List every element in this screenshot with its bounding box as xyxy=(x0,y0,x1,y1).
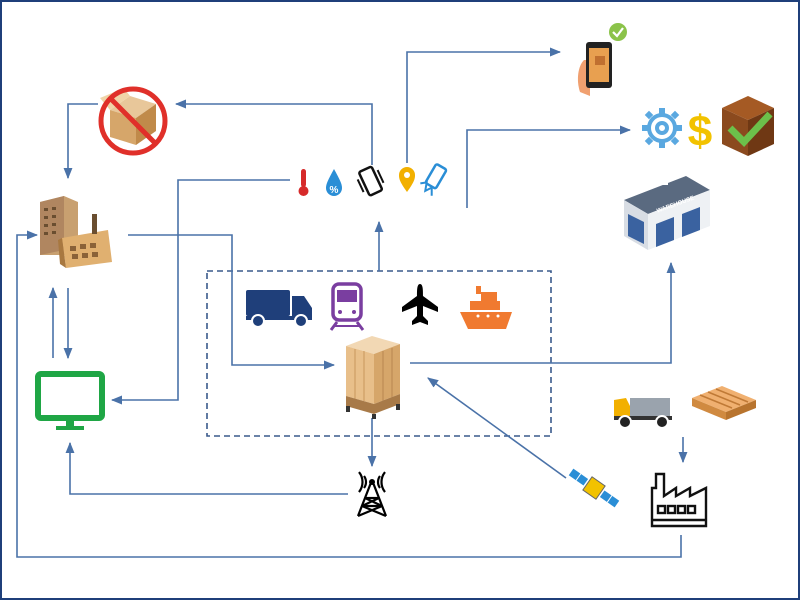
warehouse-building-icon xyxy=(40,196,112,268)
arrow-satellite-to-pallet xyxy=(427,377,567,479)
dollar-icon: $ xyxy=(688,107,712,156)
arrow-pallet-to-warehouse xyxy=(410,261,676,364)
connectors xyxy=(16,47,688,558)
humidity-icon: % xyxy=(326,169,342,196)
arrow-prohibited-to-building xyxy=(63,103,98,180)
prohibited-box-icon xyxy=(98,86,168,156)
ship-icon xyxy=(460,286,512,329)
smartphone-check-icon xyxy=(577,23,627,96)
warehouse-icon: WAREHOUSE xyxy=(624,176,710,250)
pallet-icon xyxy=(692,386,756,420)
arrow-building-to-pallet xyxy=(128,234,336,370)
vibrating-phone-icon xyxy=(356,165,385,197)
factory-icon xyxy=(650,472,708,528)
arrow-tower-to-monitor xyxy=(65,441,348,495)
location-pin-icon xyxy=(399,167,415,192)
airplane-icon xyxy=(402,284,438,325)
train-icon xyxy=(329,282,365,331)
cargo-pallet-icon xyxy=(346,336,400,419)
thermometer-icon xyxy=(298,169,309,196)
tower-top xyxy=(369,479,375,485)
arrow-factory-to-building xyxy=(16,230,682,558)
box-check-icon xyxy=(722,96,774,156)
dump-truck-icon xyxy=(614,398,672,429)
truck-icon xyxy=(246,290,312,328)
monitor-icon xyxy=(35,371,105,430)
arrow-to-gear xyxy=(466,125,632,208)
arrow-sensors-to-prohibited xyxy=(174,99,373,165)
shock-sensor-icon xyxy=(420,163,448,196)
arrow-sensors-to-monitor xyxy=(110,179,290,405)
arrow-location-to-phone xyxy=(406,47,562,163)
humidity-percent: % xyxy=(330,185,339,196)
satellite-icon xyxy=(568,468,620,508)
cell-tower-icon xyxy=(356,471,388,518)
